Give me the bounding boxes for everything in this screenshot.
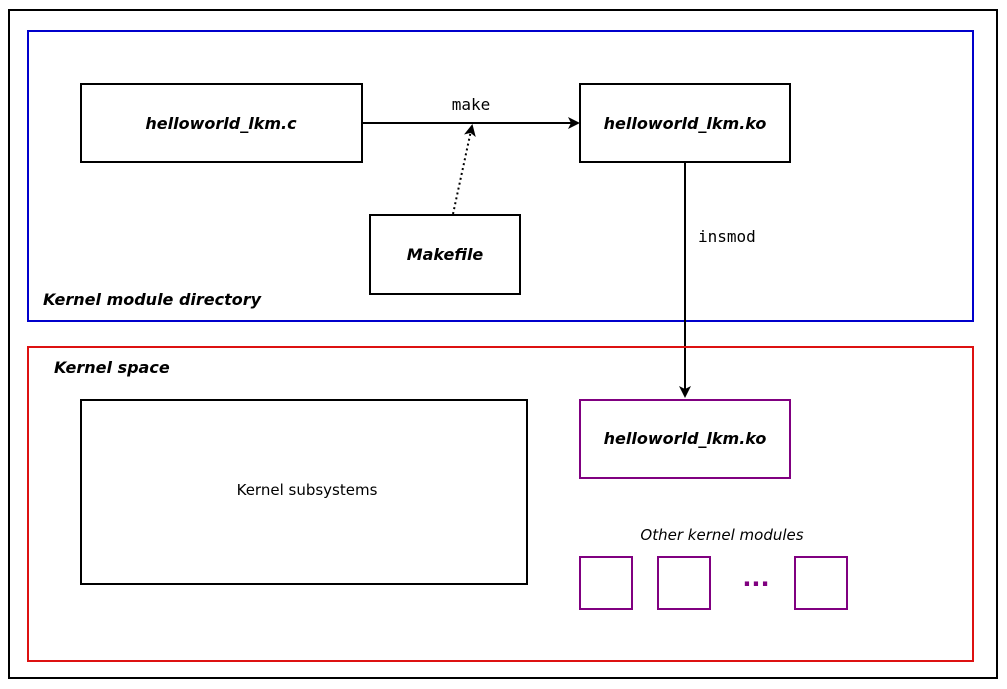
source-file-label: helloworld_lkm.c xyxy=(145,114,297,133)
source-file-box xyxy=(80,83,363,163)
kernel-subsystems-box xyxy=(80,399,528,585)
loaded-module-box xyxy=(579,399,791,479)
module-directory-label: Kernel module directory xyxy=(43,290,262,309)
loaded-module-node: helloworld_lkm.ko xyxy=(579,399,791,479)
kernel-space-label: Kernel space xyxy=(54,358,170,377)
loaded-module-label: helloworld_lkm.ko xyxy=(604,429,767,448)
other-module-box xyxy=(657,556,711,610)
other-modules-label: Other kernel modules xyxy=(640,526,803,544)
module-directory-region xyxy=(27,30,974,322)
makefile-label: Makefile xyxy=(407,245,484,264)
make-label: make xyxy=(452,95,491,114)
kernel-space-region xyxy=(27,346,974,662)
insmod-label: insmod xyxy=(698,227,756,246)
makefile-node: Makefile xyxy=(369,214,521,295)
makefile-box xyxy=(369,214,521,295)
object-file-label: helloworld_lkm.ko xyxy=(604,114,767,133)
outer-frame xyxy=(8,9,998,679)
source-file-node: helloworld_lkm.c xyxy=(80,83,363,163)
object-file-node: helloworld_lkm.ko xyxy=(579,83,791,163)
kernel-subsystems-label: Kernel subsystems xyxy=(237,481,378,499)
makefile-dotted-arrow xyxy=(452,124,476,215)
other-module-box xyxy=(794,556,848,610)
kernel-subsystems-node: Kernel subsystems xyxy=(80,399,528,585)
other-module-box xyxy=(579,556,633,610)
other-modules-ellipsis: ... xyxy=(742,564,769,592)
